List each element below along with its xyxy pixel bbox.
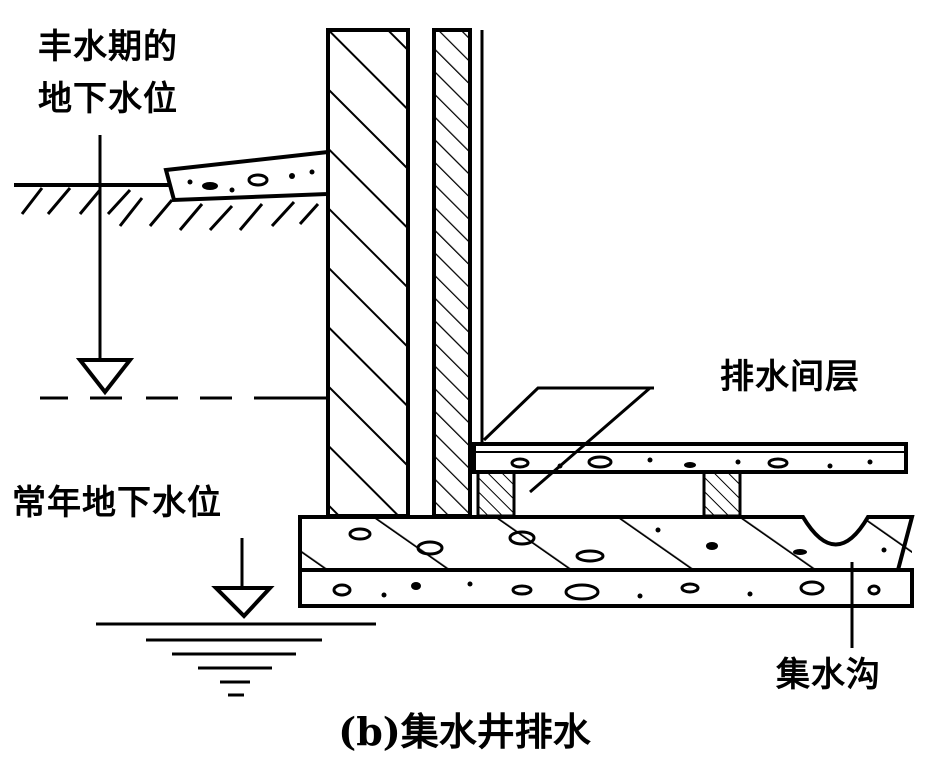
base-slab [298,515,915,572]
normal-water-level-marker [96,538,376,697]
figure-caption: (b)集水井排水 [338,709,591,754]
raised-floor-slab [472,442,908,474]
drain-layer-label: 排水间层 [720,357,860,397]
gutter-label: 集水沟 [776,655,881,695]
normal-water-level-label: 常年地下水位 [12,483,222,523]
drain-layer-leader [482,386,654,494]
cushion-layer [298,568,914,608]
flood-water-level-label-line2: 地下水位 [38,79,178,119]
ground-surface [14,183,320,232]
flood-water-level-marker [40,135,328,400]
flood-water-level-label-line1: 丰水期的 [38,27,178,67]
support-piers [476,470,742,518]
apron-slab [163,149,330,203]
retaining-wall [326,28,410,518]
